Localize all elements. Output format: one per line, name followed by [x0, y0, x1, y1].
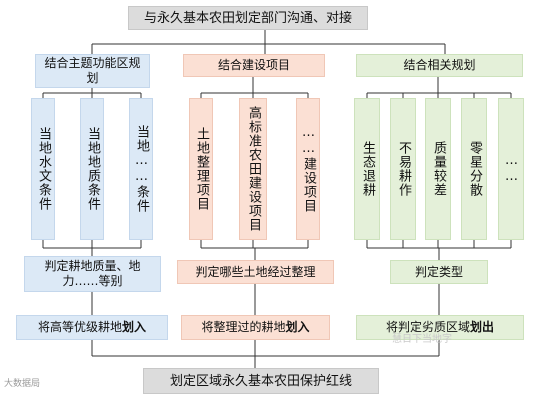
column-3-item-4: 零星分散: [461, 98, 487, 240]
column-3-item-1: 生态退耕: [354, 98, 380, 240]
column-2-item-3: ……建设项目: [296, 98, 320, 240]
column-3-judge: 判定类型: [390, 260, 488, 284]
column-1-header: 结合主题功能区规划: [35, 54, 150, 88]
column-2-judge: 判定哪些土地经过整理: [177, 260, 334, 284]
bottom-box: 划定区域永久基本农田保护红线: [143, 368, 379, 394]
column-1-judge: 判定耕地质量、地力……等别: [24, 256, 161, 292]
top-title: 与永久基本农田划定部门沟通、对接: [143, 10, 352, 26]
column-1-item-1: 当地水文条件: [31, 98, 55, 240]
column-2-action: 将整理过的耕地划入: [181, 315, 330, 340]
watermark-right: 慧日下当地字: [392, 334, 452, 345]
column-3-item-5: ……: [498, 98, 524, 240]
bottom-title: 划定区域永久基本农田保护红线: [169, 373, 352, 389]
watermark-left: 大数据局: [4, 379, 41, 389]
column-1-item-3: 当地……条件: [129, 98, 153, 240]
column-3-item-3: 质量较差: [425, 98, 451, 240]
column-1-item-2: 当地地质条件: [80, 98, 104, 240]
top-box: 与永久基本农田划定部门沟通、对接: [128, 6, 368, 30]
column-2-item-1: 土地整理项目: [189, 98, 213, 240]
column-1-action: 将高等优级耕地划入: [16, 315, 168, 340]
column-3-header: 结合相关规划: [356, 54, 523, 77]
column-2-item-2: 高标准农田建设项目: [239, 98, 267, 240]
column-3-item-2: 不易耕作: [390, 98, 416, 240]
column-2-header: 结合建设项目: [183, 54, 325, 77]
column-3-action: 将判定劣质区域划出: [356, 315, 524, 340]
